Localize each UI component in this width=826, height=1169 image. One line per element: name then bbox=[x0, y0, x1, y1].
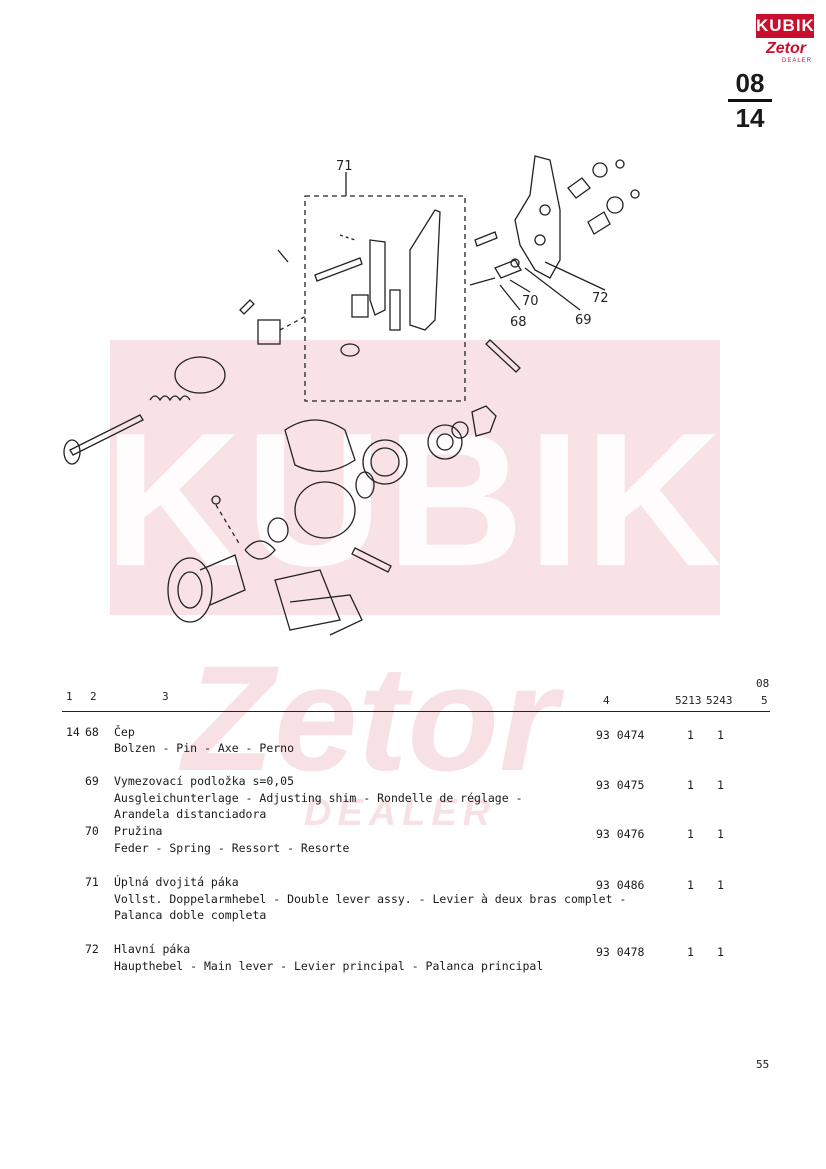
row-qty-5213: 1 bbox=[687, 728, 694, 742]
small-block bbox=[340, 343, 360, 357]
clevis-block bbox=[257, 319, 281, 345]
long-bolt bbox=[69, 414, 144, 456]
page-number: 55 bbox=[756, 1058, 770, 1071]
strip bbox=[314, 257, 363, 282]
logo-sub: Zetor bbox=[766, 40, 806, 57]
row-pos: 72 bbox=[85, 942, 99, 956]
row-qty-5243: 1 bbox=[717, 827, 724, 841]
link-piece bbox=[389, 289, 401, 331]
logo-dealer: DEALER bbox=[782, 58, 813, 64]
row-qty-5213: 1 bbox=[687, 778, 694, 792]
row-fig: 14 bbox=[66, 725, 80, 739]
section-bottom: 14 bbox=[735, 103, 765, 133]
callout-68: 68 bbox=[510, 315, 527, 330]
row-qty-5243: 1 bbox=[717, 778, 724, 792]
section-rule bbox=[728, 99, 772, 102]
assembly-71-box bbox=[304, 195, 466, 402]
shim-69 bbox=[510, 258, 520, 268]
small-roller bbox=[267, 517, 289, 543]
row-part-number: 93 0486 bbox=[596, 878, 645, 892]
callout-71: 71 bbox=[336, 159, 353, 174]
o-ring bbox=[355, 471, 375, 499]
row-desc-line: Hlavní páka bbox=[114, 942, 191, 956]
callout-69: 69 bbox=[575, 313, 592, 328]
header-rule bbox=[62, 711, 770, 712]
lever-plate-2 bbox=[369, 239, 386, 316]
col-header-4: 4 bbox=[603, 694, 610, 707]
washer-1 bbox=[615, 159, 625, 169]
small-ring bbox=[211, 495, 221, 505]
col-header-5213: 5213 bbox=[675, 694, 702, 707]
row-qty-5213: 1 bbox=[687, 827, 694, 841]
row-desc-line: Čep bbox=[114, 725, 135, 739]
row-desc-line: Arandela distanciadora bbox=[114, 807, 267, 821]
ring bbox=[451, 421, 469, 439]
row-qty-5243: 1 bbox=[717, 945, 724, 959]
row-desc-line: Vollst. Doppelarmhebel - Double lever as… bbox=[114, 892, 627, 906]
col-header-5: 5 bbox=[761, 694, 768, 707]
spring-upper bbox=[567, 177, 591, 199]
row-desc-line: Úplná dvojitá páka bbox=[114, 875, 239, 889]
row-qty-5213: 1 bbox=[687, 945, 694, 959]
nut-2 bbox=[606, 196, 624, 214]
row-qty-5243: 1 bbox=[717, 878, 724, 892]
housing bbox=[174, 356, 226, 394]
row-pos: 71 bbox=[85, 875, 99, 889]
row-qty-5213: 1 bbox=[687, 878, 694, 892]
callout-70: 70 bbox=[522, 294, 539, 309]
lever-plate-1 bbox=[409, 209, 441, 331]
pin-lower bbox=[485, 339, 521, 373]
col-header-5243: 5243 bbox=[706, 694, 733, 707]
row-pos: 70 bbox=[85, 824, 99, 838]
row-desc-line: Ausgleichunterlage - Adjusting shim - Ro… bbox=[114, 791, 523, 805]
spring-70 bbox=[494, 259, 522, 279]
kubik-zetor-logo: KUBIK Zetor DEALER bbox=[752, 14, 818, 68]
row-part-number: 93 0478 bbox=[596, 945, 645, 959]
pin-bottom bbox=[351, 547, 392, 573]
bracket-bottom bbox=[274, 569, 341, 631]
sleeve bbox=[362, 439, 408, 485]
coupling-tube bbox=[199, 554, 246, 606]
bearing bbox=[427, 424, 463, 460]
nut-1 bbox=[592, 162, 608, 178]
col-header-3: 3 bbox=[162, 690, 169, 703]
main-lever bbox=[514, 155, 561, 279]
flange bbox=[167, 557, 213, 623]
row-desc-line: Feder - Spring - Ressort - Resorte bbox=[114, 841, 350, 855]
hitch-jaw bbox=[284, 419, 356, 473]
small-pin bbox=[277, 249, 289, 263]
spring-lower bbox=[587, 211, 611, 235]
coil-spring bbox=[149, 395, 191, 402]
col-header-2: 2 bbox=[90, 690, 97, 703]
row-qty-5243: 1 bbox=[717, 728, 724, 742]
small-bracket bbox=[351, 294, 369, 318]
col-header-08: 08 bbox=[756, 677, 770, 690]
row-desc-line: Palanca doble completa bbox=[114, 908, 267, 922]
section-top: 08 bbox=[735, 68, 765, 98]
row-pos: 68 bbox=[85, 725, 99, 739]
washer-2 bbox=[630, 189, 640, 199]
pin-upper bbox=[474, 231, 498, 247]
clamp-ring bbox=[244, 540, 276, 560]
row-desc-line: Vymezovací podložka s=0,05 bbox=[114, 774, 295, 788]
row-pos: 69 bbox=[85, 774, 99, 788]
row-part-number: 93 0474 bbox=[596, 728, 645, 742]
col-header-1: 1 bbox=[66, 690, 73, 703]
bushing bbox=[471, 405, 497, 437]
row-desc-line: Haupthebel - Main lever - Levier princip… bbox=[114, 959, 544, 973]
section-number: 08 14 bbox=[728, 68, 772, 133]
row-desc-line: Pružina bbox=[114, 824, 163, 838]
spring-clip bbox=[239, 299, 255, 315]
exploded-parts-diagram: 71 72 70 68 69 bbox=[63, 155, 640, 636]
row-part-number: 93 0475 bbox=[596, 778, 645, 792]
callout-72: 72 bbox=[592, 291, 609, 306]
row-desc-line: Bolzen - Pin - Axe - Perno bbox=[114, 741, 295, 755]
hitch-body bbox=[294, 481, 356, 539]
row-part-number: 93 0476 bbox=[596, 827, 645, 841]
logo-brand: KUBIK bbox=[756, 14, 814, 38]
